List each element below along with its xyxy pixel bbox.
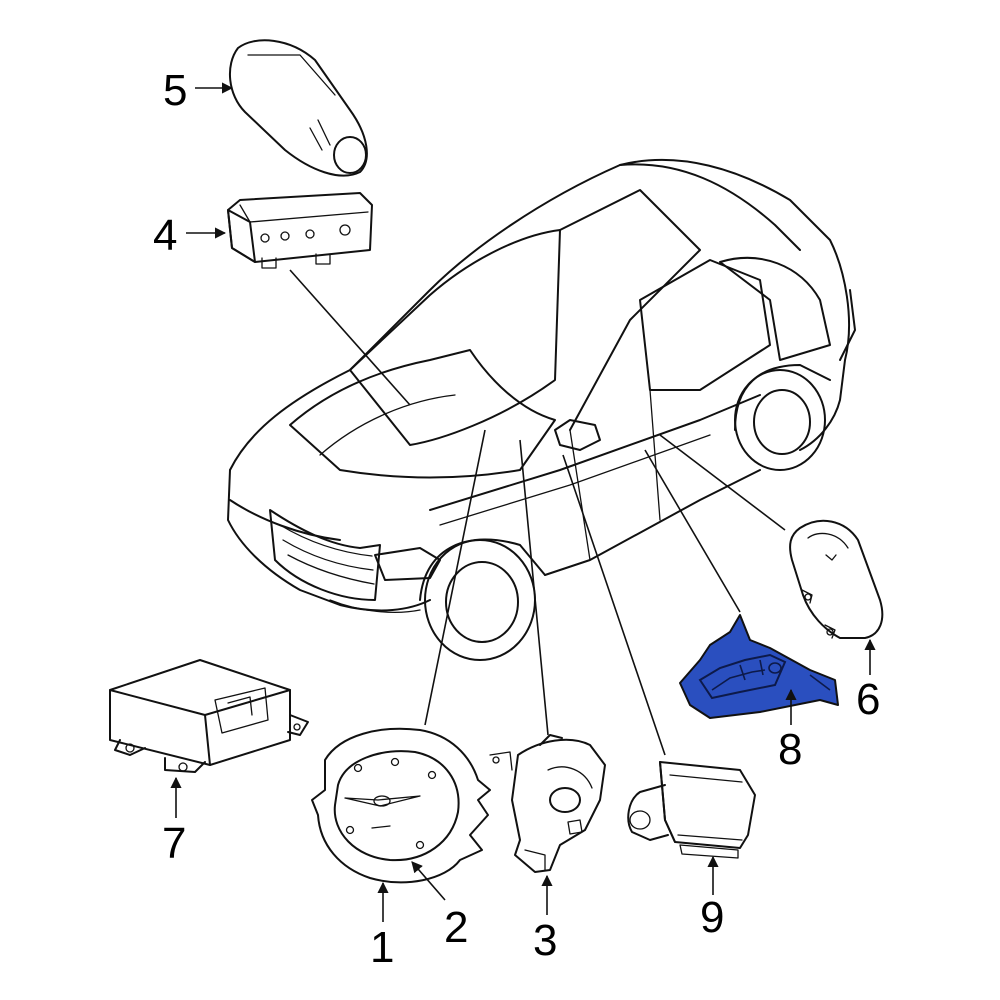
callout-2: 2 xyxy=(444,903,468,952)
leader-lines xyxy=(289,269,786,756)
callout-4: 4 xyxy=(153,211,177,260)
callout-3: 3 xyxy=(533,916,557,965)
callout-9: 9 xyxy=(700,893,724,942)
callout-8: 8 xyxy=(778,725,802,774)
part-5-knee-airbag xyxy=(228,39,368,177)
callout-7: 7 xyxy=(162,819,186,868)
vehicle-outline xyxy=(227,158,856,661)
part-7-control-module xyxy=(109,659,309,773)
part-4-passenger-airbag xyxy=(227,192,373,269)
part-8-airbag-bracket xyxy=(679,614,839,719)
part-1-steering-airbag xyxy=(311,727,491,884)
callout-labels: 5 4 7 1 2 3 9 8 6 xyxy=(153,66,880,972)
callout-5: 5 xyxy=(163,66,187,115)
part-3-clockspring xyxy=(489,734,606,873)
callout-1: 1 xyxy=(370,923,394,972)
callout-6: 6 xyxy=(856,675,880,724)
part-9-side-airbag xyxy=(627,761,756,859)
part-6-seat-airbag xyxy=(789,519,884,639)
callout-arrows xyxy=(170,82,876,922)
